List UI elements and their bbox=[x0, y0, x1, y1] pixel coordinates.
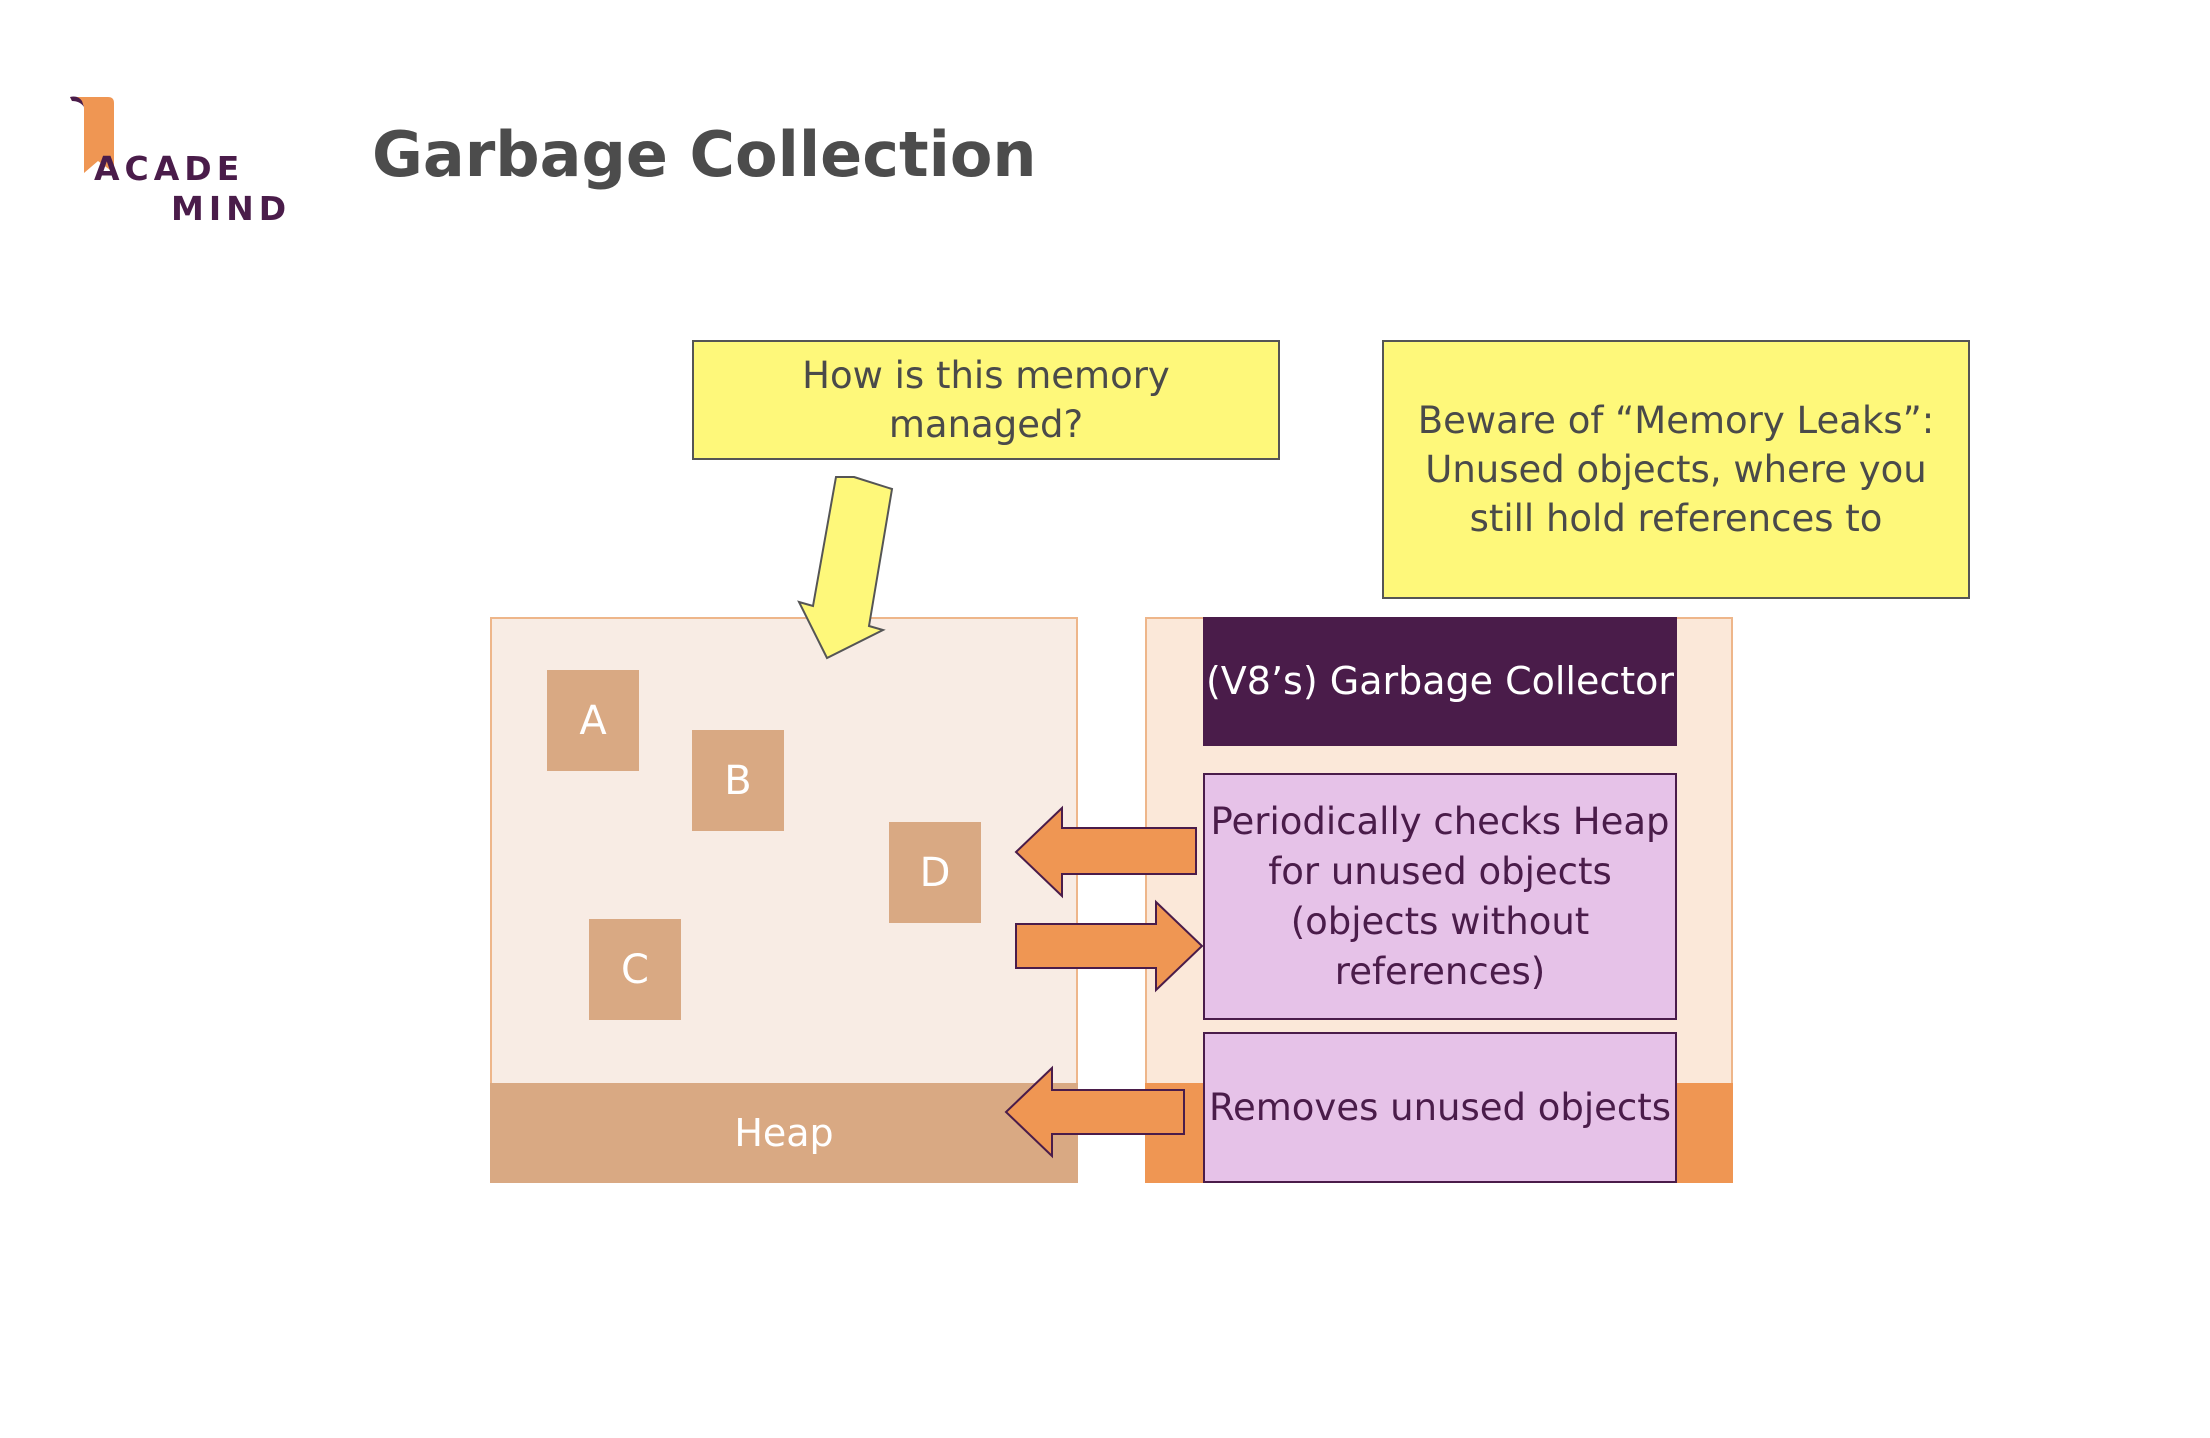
gc-step-check-text: Periodically checks Heap for unused obje… bbox=[1210, 799, 1670, 993]
heap-label: Heap bbox=[490, 1083, 1078, 1183]
heap-object-a: A bbox=[547, 670, 639, 771]
check-right-arrow-icon bbox=[1015, 899, 1204, 993]
gc-step-check-box: Periodically checks Heap for unused obje… bbox=[1203, 773, 1677, 1020]
memory-leaks-note: Beware of “Memory Leaks”: Unused objects… bbox=[1382, 340, 1970, 599]
logo-text-line1: ACADE bbox=[94, 149, 245, 188]
remove-left-arrow-icon bbox=[1004, 1065, 1185, 1159]
heap-object-d: D bbox=[889, 822, 981, 923]
logo-flag-icon bbox=[70, 96, 114, 173]
logo-text-line2: MIND bbox=[171, 189, 292, 228]
memory-question-text: How is this memory managed? bbox=[802, 354, 1170, 446]
academind-logo: ACADE MIND bbox=[68, 95, 298, 228]
gc-step-remove-text: Removes unused objects bbox=[1208, 1085, 1672, 1129]
heap-object-b: B bbox=[692, 730, 784, 831]
garbage-collector-title: (V8’s) Garbage Collector bbox=[1203, 617, 1677, 746]
gc-step-remove-box: Removes unused objects bbox=[1203, 1032, 1677, 1183]
check-left-arrow-icon bbox=[1014, 805, 1197, 899]
page-title: Garbage Collection bbox=[372, 118, 1037, 191]
yellow-down-arrow-icon bbox=[797, 476, 894, 660]
memory-leaks-text: Beware of “Memory Leaks”: Unused objects… bbox=[1417, 399, 1935, 540]
memory-question-note: How is this memory managed? bbox=[692, 340, 1280, 460]
heap-object-c: C bbox=[589, 919, 681, 1020]
garbage-collector-title-text: (V8’s) Garbage Collector bbox=[1205, 659, 1675, 703]
